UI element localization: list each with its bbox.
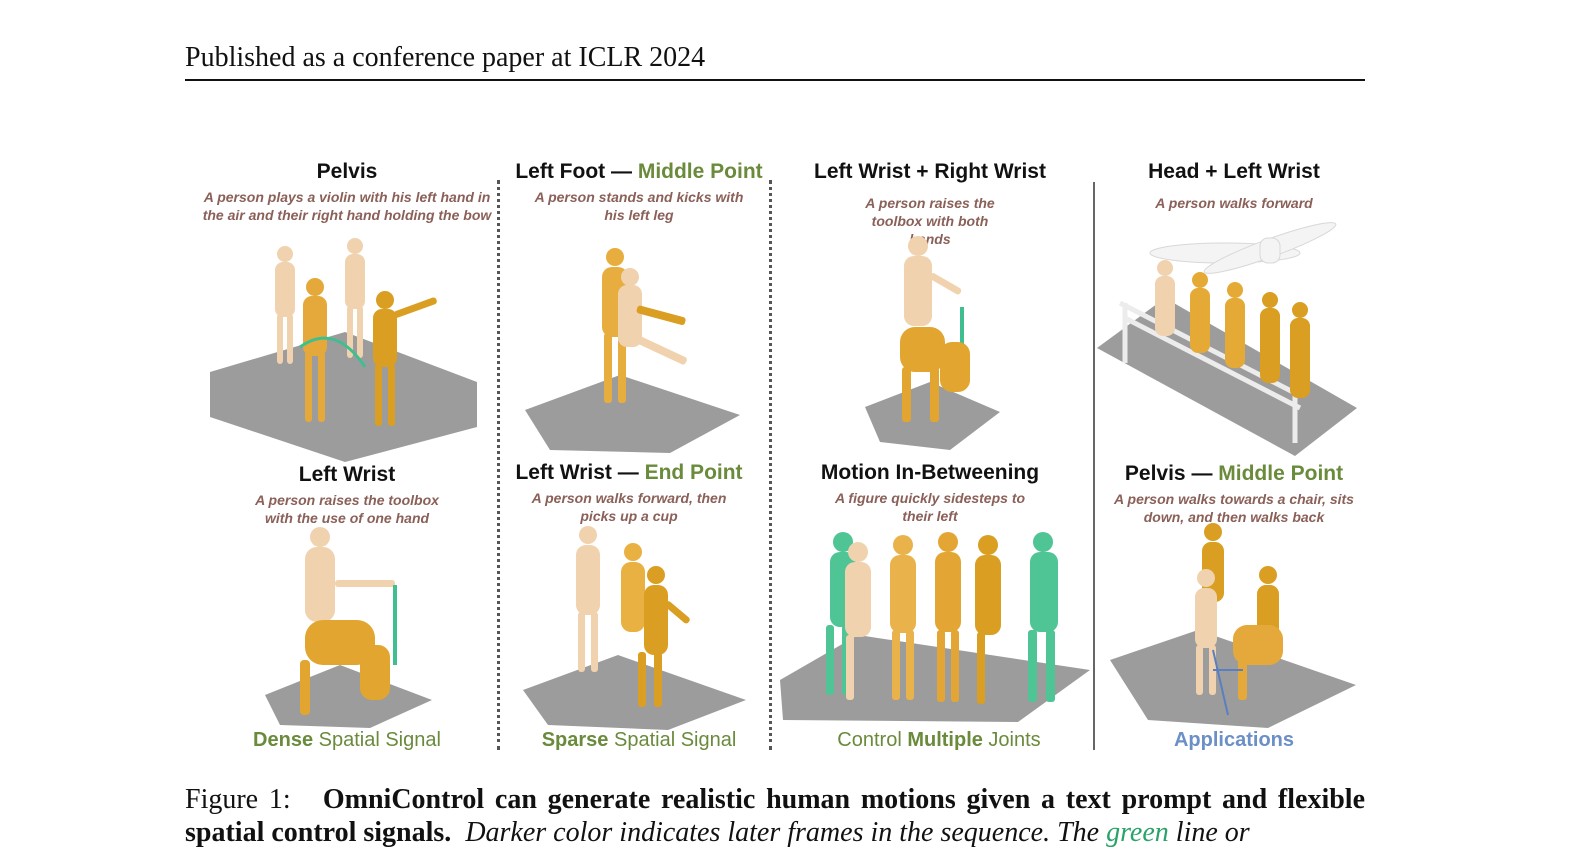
panel-inbetween: Motion In-Betweening A figure quickly si… <box>790 461 1070 525</box>
scene-inbetween <box>780 532 1090 722</box>
scene-both-wrists <box>865 236 1000 450</box>
footer-sparse: Sparse Spatial Signal <box>541 729 737 751</box>
panel-title: Left Wrist — End Point <box>515 461 743 484</box>
panel-desc: A person raises the toolbox with both ha… <box>865 195 995 247</box>
panel-title: Motion In-Betweening <box>820 461 1040 484</box>
panel-title: Head + Left Wrist <box>1148 160 1320 183</box>
panel-desc: A person raises the toolbox with the use… <box>255 492 439 526</box>
panel-pelvis-middle: Pelvis — Middle Point A person walks tow… <box>1110 462 1358 526</box>
footer-applications: Applications <box>1173 729 1294 751</box>
divider-1 <box>497 180 500 750</box>
panel-both-wrists: Left Wrist + Right Wrist A person raises… <box>790 160 1070 248</box>
panel-title: Pelvis — Middle Point <box>1124 462 1344 485</box>
scene-left-wrist <box>265 527 432 728</box>
panel-desc: A person walks towards a chair, sits dow… <box>1114 491 1354 525</box>
figure-caption: Figure 1: OmniControl can generate reali… <box>185 784 1366 848</box>
scene-left-foot <box>525 248 740 453</box>
panel-title: Left Wrist + Right Wrist <box>814 160 1046 183</box>
panel-desc: A person stands and kicks with his left … <box>534 189 744 223</box>
scene-pelvis <box>210 238 477 462</box>
panel-pelvis: Pelvis A person plays a violin with his … <box>198 160 496 224</box>
panel-desc: A person walks forward, then picks up a … <box>531 490 727 524</box>
panel-left-wrist: Left Wrist A person raises the toolbox w… <box>198 463 496 527</box>
footer-multiple: Control Multiple Joints <box>837 729 1041 751</box>
panel-left-foot: Left Foot — Middle Point A person stands… <box>505 160 773 224</box>
header-rule <box>185 79 1365 81</box>
panel-desc: A person walks forward <box>1155 195 1313 211</box>
panel-desc: A figure quickly sidesteps to their left <box>834 490 1026 524</box>
panel-title: Left Foot — Middle Point <box>515 160 763 183</box>
panel-title: Pelvis <box>316 160 378 183</box>
scene-head-wrist <box>1097 222 1357 456</box>
divider-2 <box>769 180 772 750</box>
panel-title: Left Wrist <box>298 463 396 486</box>
panel-desc: A person plays a violin with his left ha… <box>202 189 492 223</box>
panel-head-wrist: Head + Left Wrist A person walks forward <box>1110 160 1358 212</box>
running-header: Published as a conference paper at ICLR … <box>185 42 706 73</box>
footer-dense: Dense Spatial Signal <box>253 729 441 751</box>
scene-pelvis-middle <box>1110 523 1356 728</box>
scene-left-wrist-end <box>523 526 746 730</box>
divider-3 <box>1093 182 1095 750</box>
panel-left-wrist-end: Left Wrist — End Point A person walks fo… <box>505 461 753 525</box>
